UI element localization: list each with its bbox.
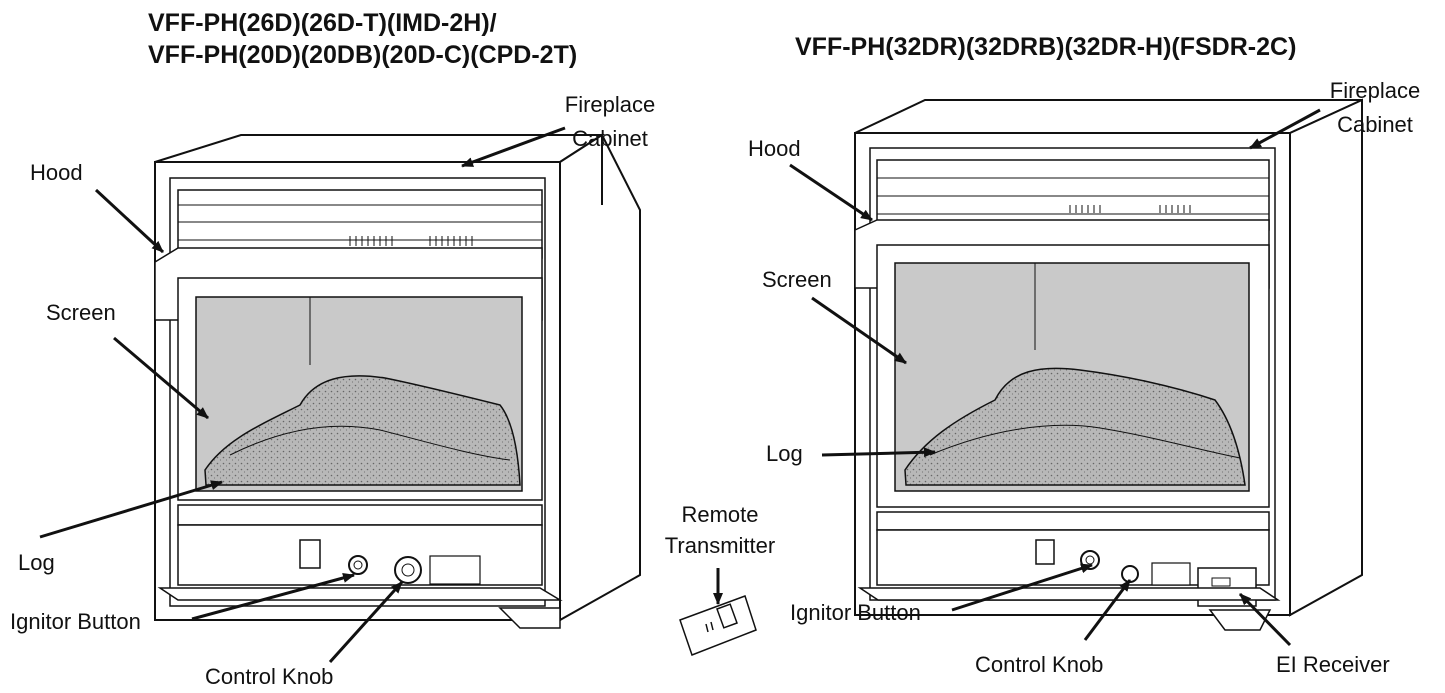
right-hood bbox=[876, 159, 1270, 231]
left-pointer-lines bbox=[39, 126, 566, 664]
left-fireplace-label-line2: Cabinet bbox=[572, 126, 648, 151]
right-fireplace bbox=[854, 98, 1363, 631]
left-fireplace-label-line1: Fireplace bbox=[564, 92, 656, 117]
right-hood-label: Hood bbox=[748, 136, 801, 161]
right-screen-label: Screen bbox=[762, 267, 832, 292]
right-model-title: VFF-PH(32DR)(32DRB)(32DR-H)(FSDR-2C) bbox=[795, 33, 1297, 61]
right-ei-receiver-label: EI Receiver bbox=[1276, 652, 1390, 677]
right-log-set bbox=[904, 367, 1246, 486]
right-log-label: Log bbox=[766, 441, 803, 466]
left-hood-label: Hood bbox=[30, 160, 83, 185]
right-pointer-lines bbox=[789, 108, 1321, 647]
left-fireplace bbox=[154, 133, 641, 629]
remote-transmitter-drawing bbox=[679, 595, 757, 656]
left-log-set bbox=[204, 375, 521, 486]
left-ignitor-label: Ignitor Button bbox=[10, 609, 141, 634]
right-ignitor-label: Ignitor Button bbox=[790, 600, 921, 625]
left-control-knob-label: Control Knob bbox=[205, 664, 334, 689]
remote-label-line2: Transmitter bbox=[664, 533, 776, 558]
right-fireplace-label-line2: Cabinet bbox=[1337, 112, 1413, 137]
right-fireplace-label-line1: Fireplace bbox=[1329, 78, 1421, 103]
left-screen-label: Screen bbox=[46, 300, 116, 325]
right-cabinet-side bbox=[1289, 98, 1363, 617]
right-control-knob bbox=[1121, 565, 1139, 583]
left-log-label: Log bbox=[18, 550, 55, 575]
left-model-title-line1: VFF-PH(26D)(26D-T)(IMD-2H)/ bbox=[148, 9, 497, 37]
right-control-knob-label: Control Knob bbox=[975, 652, 1104, 677]
remote-label-line1: Remote bbox=[681, 502, 759, 527]
left-model-title-line2: VFF-PH(20D)(20DB)(20D-C)(CPD-2T) bbox=[148, 41, 578, 69]
left-cabinet-side bbox=[559, 133, 641, 622]
